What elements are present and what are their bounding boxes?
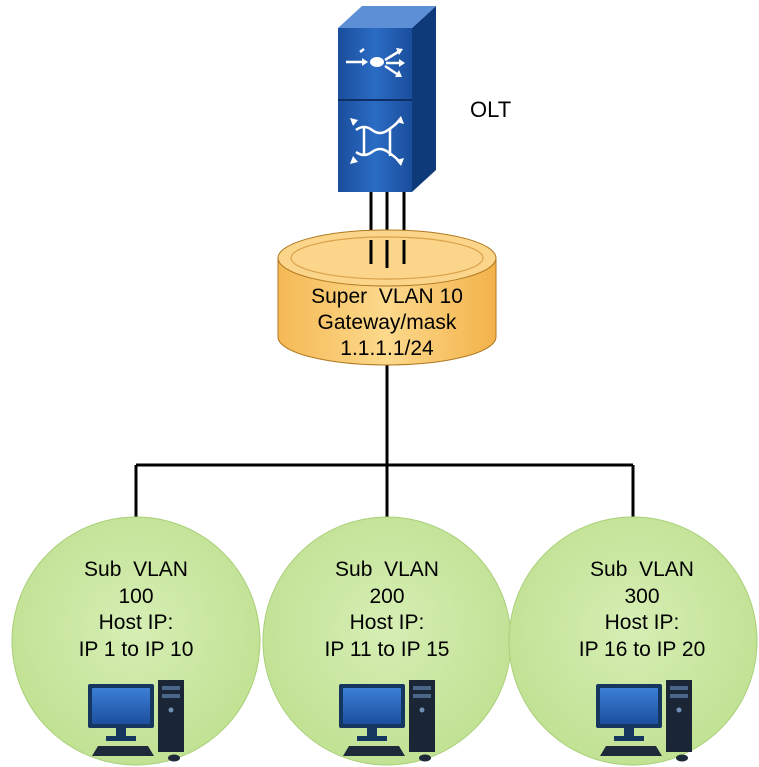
host-ip-range: IP 1 to IP 10 bbox=[79, 638, 194, 661]
sub-vlan-200: Sub VLAN 200 Host IP: IP 11 to IP 15 bbox=[262, 516, 512, 766]
desktop-computer-icon bbox=[339, 680, 435, 762]
sub-vlan-id: 200 bbox=[369, 585, 404, 608]
sub-vlan-title: Sub VLAN bbox=[84, 558, 188, 581]
sub-vlan-title: Sub VLAN bbox=[590, 558, 694, 581]
sub-vlan-100: Sub VLAN 100 Host IP: IP 1 to IP 10 bbox=[11, 516, 261, 766]
sub-vlan-300: Sub VLAN 300 Host IP: IP 16 to IP 20 bbox=[508, 516, 758, 766]
olt-switch-icon bbox=[338, 6, 436, 192]
host-ip-label: Host IP: bbox=[99, 611, 174, 634]
desktop-computer-icon bbox=[596, 680, 692, 762]
host-ip-label: Host IP: bbox=[350, 611, 425, 634]
super-vlan-title: Super VLAN 10 bbox=[311, 285, 463, 308]
connection-lines bbox=[134, 178, 635, 524]
sub-vlan-id: 300 bbox=[624, 585, 659, 608]
olt-label: OLT bbox=[470, 97, 511, 122]
super-vlan-gateway-value: 1.1.1.1/24 bbox=[340, 337, 434, 360]
host-ip-range: IP 16 to IP 20 bbox=[579, 638, 706, 661]
desktop-computer-icon bbox=[88, 680, 184, 762]
host-ip-label: Host IP: bbox=[605, 611, 680, 634]
host-ip-range: IP 11 to IP 15 bbox=[325, 638, 450, 661]
sub-vlan-title: Sub VLAN bbox=[335, 558, 439, 581]
super-vlan-gateway-label: Gateway/mask bbox=[318, 311, 457, 334]
switch-icon bbox=[350, 116, 404, 166]
router-icon bbox=[346, 48, 405, 77]
sub-vlan-id: 100 bbox=[118, 585, 153, 608]
